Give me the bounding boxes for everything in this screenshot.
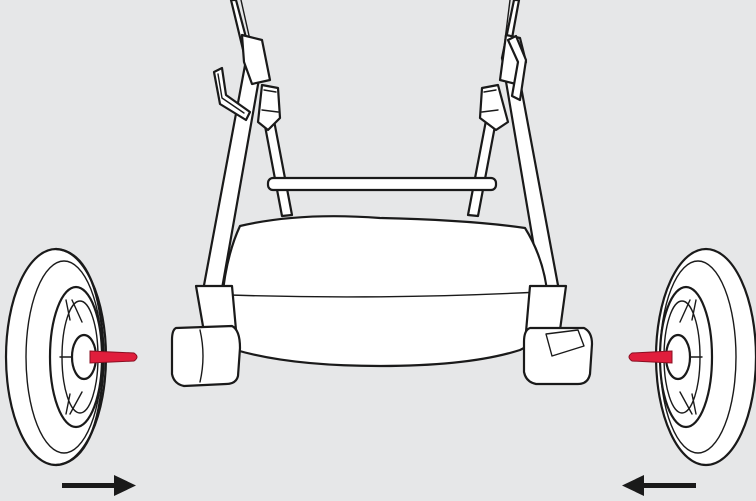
left-axle (89, 350, 138, 364)
arrow-right-icon (62, 475, 136, 496)
left-wheel-hub-housing (170, 284, 242, 388)
crossbar (266, 176, 498, 192)
right-wheel-hub-housing (522, 284, 594, 386)
right-axle (628, 350, 673, 364)
arrow-left-icon (622, 475, 696, 496)
right-hinge-joint (478, 33, 528, 132)
left-hinge-joint (212, 33, 282, 132)
stroller-frame (170, 0, 594, 388)
rear-wheel-left (4, 247, 138, 467)
basket (220, 215, 550, 368)
rear-wheel-right (628, 247, 756, 467)
